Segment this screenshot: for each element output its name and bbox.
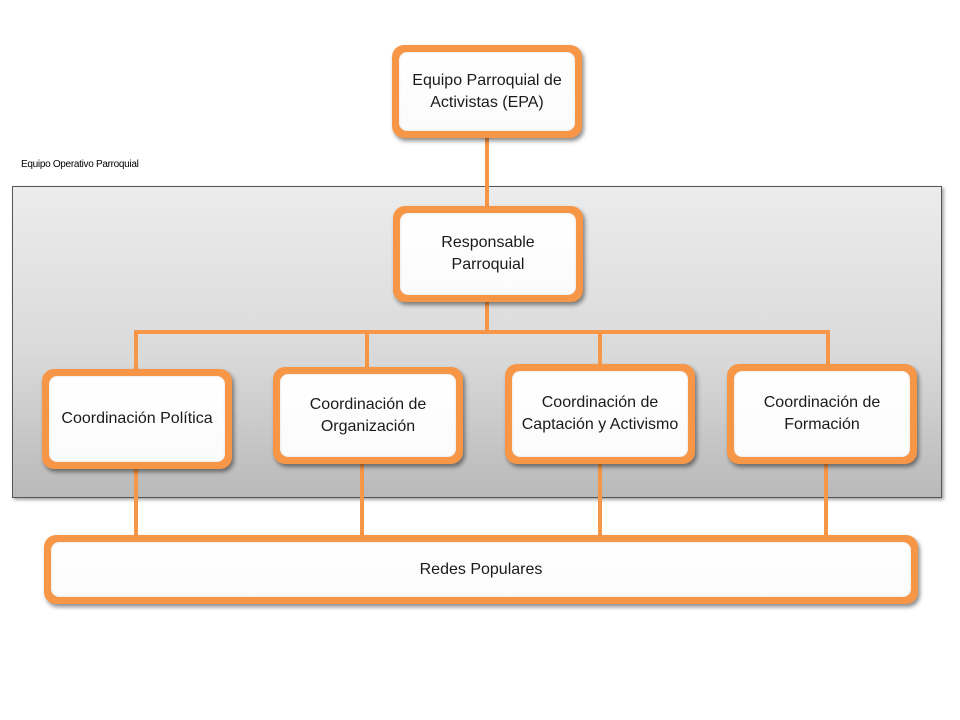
node-coordinacion-organizacion-label: Coordinación de Organización [280, 374, 456, 457]
node-coordinacion-formacion: Coordinación de Formación [727, 364, 917, 464]
node-coordinacion-politica-label: Coordinación Política [49, 376, 225, 462]
node-redes-populares-label: Redes Populares [51, 542, 911, 597]
connector-epa-responsable [485, 137, 489, 207]
connector-bus-captacion [598, 330, 602, 365]
node-coordinacion-formacion-label: Coordinación de Formación [734, 371, 910, 457]
node-epa: Equipo Parroquial de Activistas (EPA) [392, 45, 582, 138]
connector-bus-formacion [826, 330, 830, 365]
node-coordinacion-organizacion: Coordinación de Organización [273, 367, 463, 464]
connector-bus-organizacion [365, 330, 369, 368]
node-responsable-parroquial-label: Responsable Parroquial [400, 213, 576, 295]
node-coordinacion-captacion-label: Coordinación de Captación y Activismo [512, 371, 688, 457]
connector-horizontal-bus [134, 330, 830, 334]
connector-captacion-redes [598, 463, 602, 536]
connector-bus-politica [134, 330, 138, 370]
connector-organizacion-redes [360, 463, 364, 536]
node-redes-populares: Redes Populares [44, 535, 918, 604]
connector-formacion-redes [824, 463, 828, 536]
node-epa-label: Equipo Parroquial de Activistas (EPA) [399, 52, 575, 131]
node-coordinacion-politica: Coordinación Política [42, 369, 232, 469]
group-label: Equipo Operativo Parroquial [21, 159, 139, 170]
node-coordinacion-captacion: Coordinación de Captación y Activismo [505, 364, 695, 464]
node-responsable-parroquial: Responsable Parroquial [393, 206, 583, 302]
connector-politica-redes [134, 468, 138, 536]
connector-responsable-bus [485, 301, 489, 333]
